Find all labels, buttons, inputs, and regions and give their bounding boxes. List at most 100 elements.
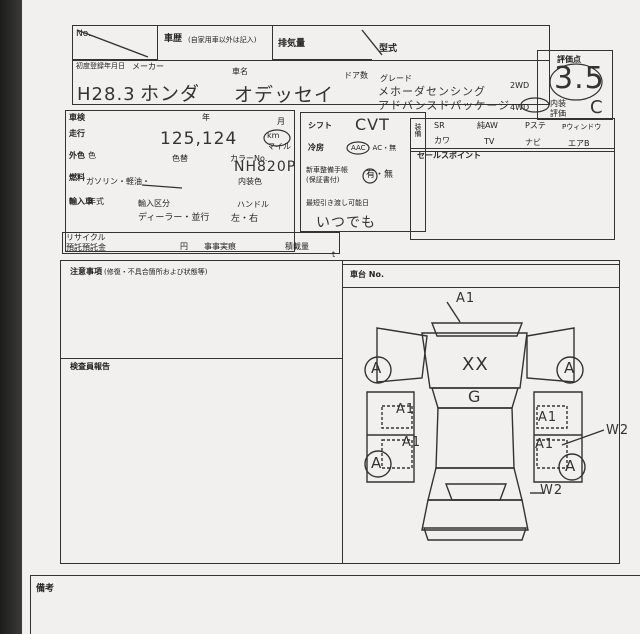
year-label: 年 bbox=[202, 113, 210, 122]
inspection-label: 車検 bbox=[69, 113, 85, 122]
hw-maker: ホンダ bbox=[140, 83, 201, 105]
import-model-label: 年式 bbox=[88, 197, 104, 206]
fuel-arrow-line bbox=[141, 184, 183, 189]
dealer-label: ディーラー・並行 bbox=[138, 213, 210, 223]
grade-name-label: グレード bbox=[380, 74, 412, 83]
grade-box bbox=[537, 50, 613, 120]
strike-line-no bbox=[76, 29, 149, 58]
mark-w2-lower: W2 bbox=[540, 483, 564, 498]
equipment-grid bbox=[410, 118, 615, 152]
aircon-values: AAC・AC・無 bbox=[351, 144, 397, 152]
inspector-label: 検査員報告 bbox=[70, 362, 110, 371]
fuel-types: ガソリン・軽油・ bbox=[86, 177, 150, 186]
mark-hood: XX bbox=[462, 354, 489, 375]
circle-km bbox=[263, 129, 291, 147]
shift-label: シフト bbox=[308, 121, 332, 130]
selling-points-label: セールスポイント bbox=[417, 151, 481, 160]
loaded-label: 積載量 bbox=[285, 242, 309, 251]
color-label: 色 bbox=[88, 151, 96, 160]
recycle-row bbox=[62, 232, 340, 254]
model-code-label: 型式 bbox=[379, 44, 398, 54]
mileage-label: 走行 bbox=[69, 129, 85, 138]
grade-label: 評価点 bbox=[557, 55, 581, 64]
right-doors bbox=[533, 391, 583, 483]
aircon-label: 冷房 bbox=[308, 143, 324, 152]
top-header-frame bbox=[72, 25, 550, 105]
no-label: No. bbox=[76, 29, 91, 39]
handle-value: 左・右 bbox=[231, 214, 259, 224]
remarks-label: 備考 bbox=[36, 584, 55, 594]
rear-bumper bbox=[423, 527, 527, 541]
hw-score: 3.5 bbox=[554, 61, 605, 96]
mark-glass: G bbox=[468, 387, 482, 406]
circle-4wd bbox=[520, 97, 550, 113]
notes-frame bbox=[60, 260, 620, 564]
no-cell bbox=[72, 25, 158, 60]
hw-grade-line1: メホーダセンシング bbox=[378, 85, 486, 98]
yen-label: 円 bbox=[180, 242, 188, 251]
divider-mid bbox=[72, 60, 550, 61]
hw-color-no: NH820P bbox=[234, 159, 297, 175]
import-type-label: 輸入区分 bbox=[138, 199, 170, 208]
drive-4wd: 4WD bbox=[510, 103, 530, 112]
left-doors bbox=[366, 391, 415, 483]
handle-label: ハンドル bbox=[237, 200, 269, 209]
km-label: km bbox=[267, 131, 280, 140]
mark-left-rear: A bbox=[371, 454, 383, 472]
mark-right-rear: A bbox=[565, 457, 577, 475]
hw-interior-score: C bbox=[590, 97, 604, 118]
equip-item-aw: 純AW bbox=[477, 121, 498, 130]
chassis-divider bbox=[342, 260, 343, 564]
spec-block bbox=[65, 110, 295, 252]
hw-car-name: オデッセイ bbox=[234, 84, 335, 106]
color-group-label: 外色 bbox=[69, 151, 85, 160]
front-bumper bbox=[430, 322, 524, 337]
chassis-row bbox=[342, 264, 620, 288]
equip-item-leather: カワ bbox=[434, 136, 450, 145]
delivery-label: 最短引き渡し可能日 bbox=[306, 199, 369, 207]
fuel-group-label: 燃料 bbox=[69, 173, 85, 182]
auction-sheet: No. 車歴 (自家用車以外は記入) 排気量 型式 初度登録年月日 メーカー 車… bbox=[22, 0, 640, 634]
history-label: 車歴 bbox=[164, 34, 183, 44]
doors-label: ドア数 bbox=[344, 71, 368, 80]
equip-item-tv: TV bbox=[484, 137, 495, 146]
maintenance-values: 有・無 bbox=[366, 170, 394, 180]
hw-min-delivery: いつでも bbox=[316, 215, 376, 231]
left-fender bbox=[376, 327, 428, 383]
import-group-label: 輸入車 bbox=[69, 197, 93, 206]
caution-label: 注意事項 bbox=[70, 267, 102, 276]
circle-maintenance-yes bbox=[362, 168, 378, 184]
interior-label: 内装 bbox=[550, 99, 566, 108]
color-change-label: 色替 bbox=[172, 154, 188, 163]
first-reg-label: 初度登録年月日 bbox=[76, 62, 125, 70]
mark-right-door-front: A1 bbox=[538, 410, 558, 425]
caution-note: (修復・不具合箇所および状態等) bbox=[104, 268, 208, 276]
equip-item-airbag: エアB bbox=[568, 139, 590, 148]
maintenance-sub: (保証書付) bbox=[306, 176, 340, 184]
options-block bbox=[300, 112, 426, 232]
history-note: (自家用車以外は記入) bbox=[188, 36, 257, 44]
displacement-cell bbox=[272, 25, 372, 60]
equip-item-navi: ナビ bbox=[525, 138, 541, 147]
car-name-label: 車名 bbox=[232, 67, 248, 76]
mark-front: A1 bbox=[456, 291, 476, 306]
mark-left-door-front: A1 bbox=[396, 402, 416, 417]
photo-background-edge bbox=[0, 0, 22, 634]
mark-left-front: A bbox=[371, 359, 383, 377]
accident-label: 事事実痕 bbox=[204, 242, 236, 251]
displacement-label: 排気量 bbox=[278, 39, 306, 49]
hw-mileage: 125,124 bbox=[160, 129, 238, 149]
mark-right-front: A bbox=[564, 359, 576, 377]
remarks-frame bbox=[30, 575, 640, 634]
hw-first-reg: H28.3 bbox=[77, 84, 136, 105]
selling-points-box bbox=[410, 148, 615, 240]
hw-grade-line2: アドバンスドパッケージ bbox=[378, 99, 511, 112]
equip-side-label: 装備 bbox=[414, 123, 422, 137]
ton-label: t bbox=[332, 250, 336, 259]
mark-w2-upper: W2 bbox=[606, 423, 630, 438]
mark-right-door-rear: A1 bbox=[535, 437, 555, 452]
recycle-deposit-label: 預託預託金 bbox=[66, 243, 106, 252]
equip-item-sr: SR bbox=[434, 121, 445, 130]
equip-item-pwindow: Pウィンドウ bbox=[562, 123, 602, 131]
